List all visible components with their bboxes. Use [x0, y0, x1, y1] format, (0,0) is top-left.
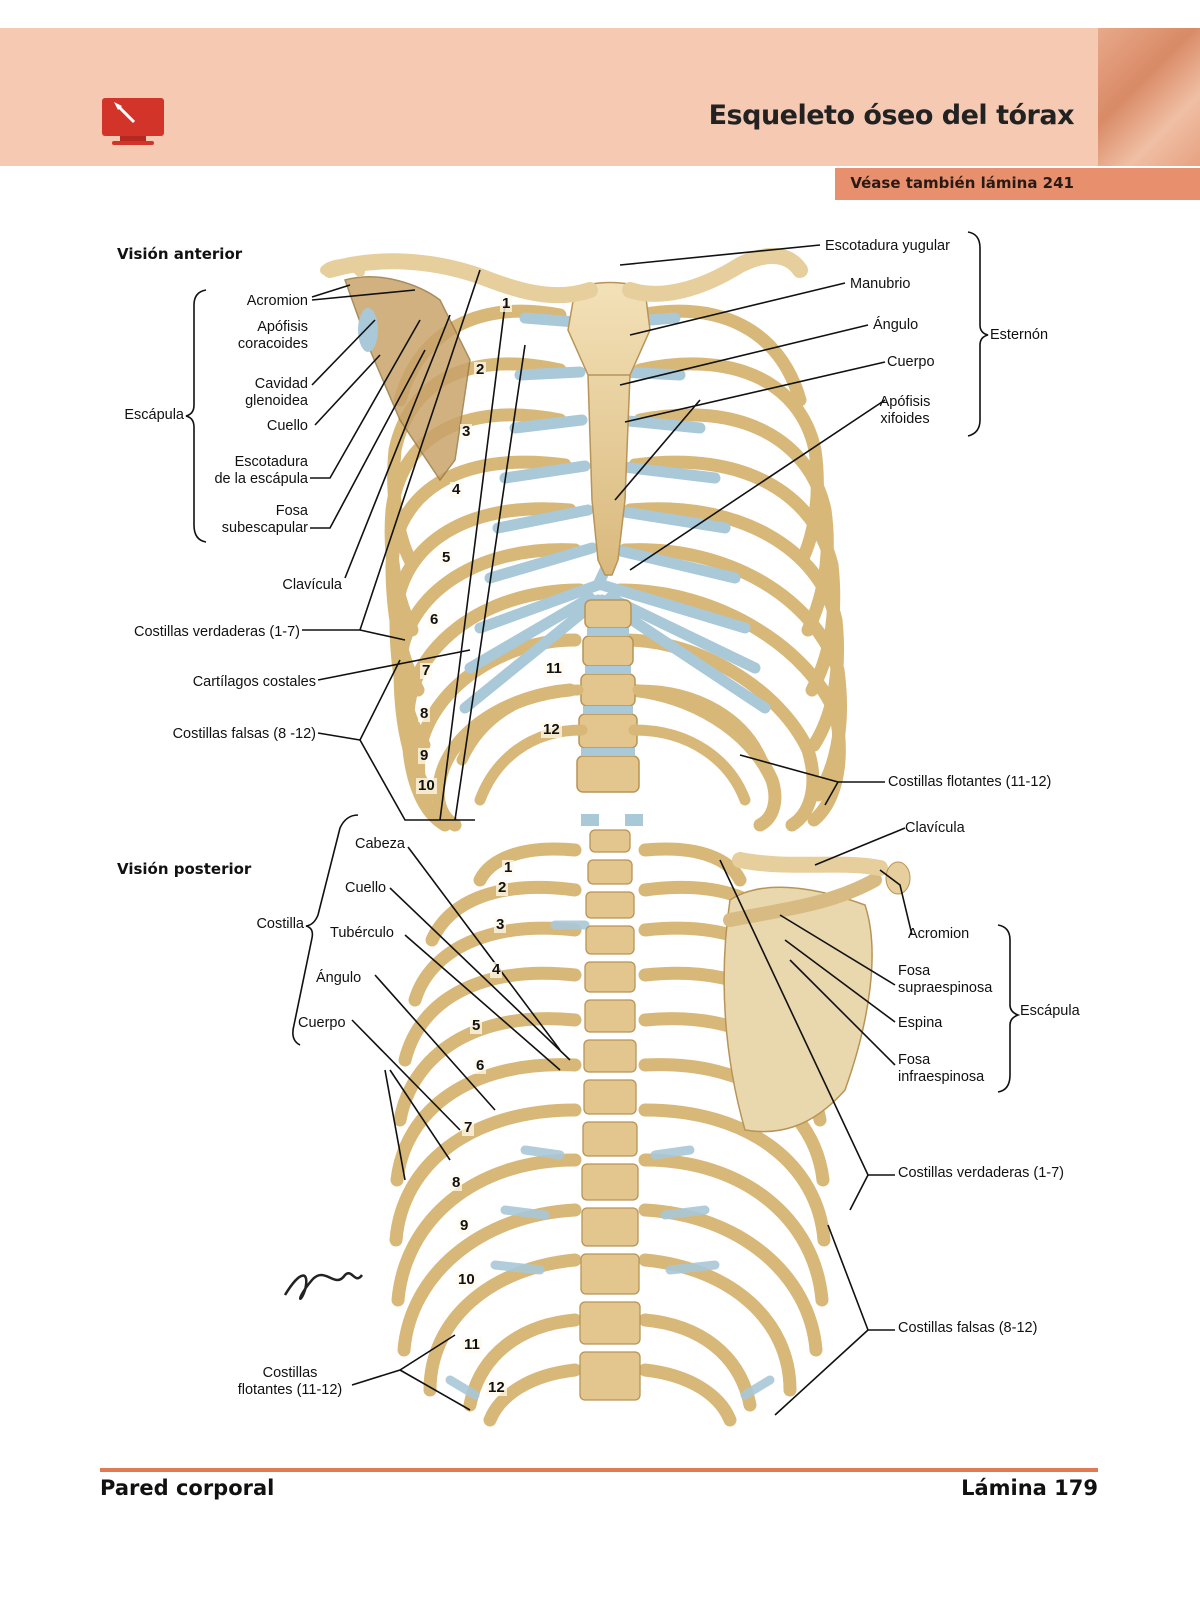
label-escotadura-escapula: Escotadura de la escápula [214, 454, 308, 487]
label-costilla-group: Costilla [256, 916, 304, 932]
label-esternon-group: Esternón [990, 327, 1049, 343]
label-apofisis-coracoides: Apófisis coracoides [237, 319, 308, 352]
label-tuberculo: Tubérculo [330, 925, 394, 941]
rib-number: 9 [458, 1217, 471, 1234]
label-apofisis-xifoides: Apófisis xifoides [879, 394, 931, 427]
label-cartilagos-costales: Cartílagos costales [192, 674, 316, 690]
rib-number: 5 [470, 1017, 483, 1034]
rib-number: 12 [486, 1379, 507, 1396]
label-clavicula: Clavícula [282, 577, 342, 593]
rib-number: 12 [541, 721, 562, 738]
rib-number: 8 [418, 705, 431, 722]
anterior-view-title: Visión anterior [117, 245, 243, 263]
rib-number: 11 [462, 1336, 482, 1353]
label-espina: Espina [898, 1015, 943, 1031]
label-fosa-infraespinosa: Fosa infraespinosa [898, 1052, 985, 1085]
artist-signature [283, 1272, 364, 1300]
rib-number: 4 [490, 961, 503, 978]
monitor-icon[interactable] [100, 96, 166, 146]
label-costillas-falsas-post: Costillas falsas (8-12) [898, 1320, 1038, 1336]
label-cavidad-glenoidea: Cavidad glenoidea [245, 376, 308, 409]
label-clavicula-post: Clavícula [905, 820, 965, 836]
rib-number: 10 [416, 777, 437, 794]
label-acromion-post: Acromion [908, 926, 970, 942]
rib-number: 2 [496, 879, 509, 896]
rib-number: 1 [502, 859, 515, 876]
label-manubrio: Manubrio [850, 276, 911, 292]
footer-rule [100, 1468, 1098, 1472]
anterior-ribcage [320, 247, 847, 832]
rib-number: 3 [460, 423, 473, 440]
see-also-bar [835, 168, 1200, 200]
label-escapula-group: Escápula [124, 407, 184, 423]
rib-number: 1 [500, 295, 513, 312]
header-thumbnail-image [1098, 28, 1200, 166]
rib-number: 8 [450, 1174, 463, 1191]
rib-number: 11 [544, 660, 564, 677]
label-cuerpo-costilla: Cuerpo [298, 1015, 346, 1031]
rib-number: 6 [428, 611, 441, 628]
rib-number: 10 [456, 1271, 477, 1288]
label-escotadura-yugular: Escotadura yugular [825, 238, 950, 254]
footer-plate-number: Lámina 179 [961, 1476, 1098, 1500]
footer-section: Pared corporal [100, 1476, 275, 1500]
label-cuerpo-esternon: Cuerpo [887, 354, 935, 370]
label-escapula-group-post: Escápula [1020, 1003, 1080, 1019]
header-band [0, 28, 1200, 166]
label-costillas-verdaderas-post: Costillas verdaderas (1-7) [898, 1165, 1065, 1181]
posterior-view-title: Visión posterior [117, 860, 252, 878]
label-cuello-costilla: Cuello [345, 880, 387, 896]
label-costillas-flotantes-post: Costillas flotantes (11-12) [237, 1365, 343, 1398]
label-costillas-flotantes: Costillas flotantes (11-12) [888, 774, 1052, 790]
rib-number: 7 [462, 1119, 475, 1136]
label-cabeza: Cabeza [355, 836, 405, 852]
label-fosa-supraespinosa: Fosa supraespinosa [898, 963, 993, 996]
page-title: Esqueleto óseo del tórax [708, 100, 1075, 131]
label-costillas-falsas: Costillas falsas (8 -12) [172, 726, 316, 742]
rib-number: 3 [494, 916, 507, 933]
label-angulo-esternal: Ángulo [873, 317, 919, 333]
label-angulo-costilla: Ángulo [316, 970, 362, 986]
rib-number: 4 [450, 481, 463, 498]
label-costillas-verdaderas: Costillas verdaderas (1-7) [133, 624, 300, 640]
see-also-link[interactable]: Véase también lámina 241 [850, 174, 1074, 192]
label-fosa-subescapular: Fosa subescapular [221, 503, 308, 536]
posterior-ribcage [389, 814, 911, 1427]
rib-number: 5 [440, 549, 453, 566]
rib-number: 9 [418, 747, 431, 764]
label-acromion: Acromion [246, 293, 308, 309]
rib-number: 2 [474, 361, 487, 378]
rib-number: 7 [420, 662, 433, 679]
rib-number: 6 [474, 1057, 487, 1074]
label-cuello-escapula: Cuello [266, 418, 308, 434]
